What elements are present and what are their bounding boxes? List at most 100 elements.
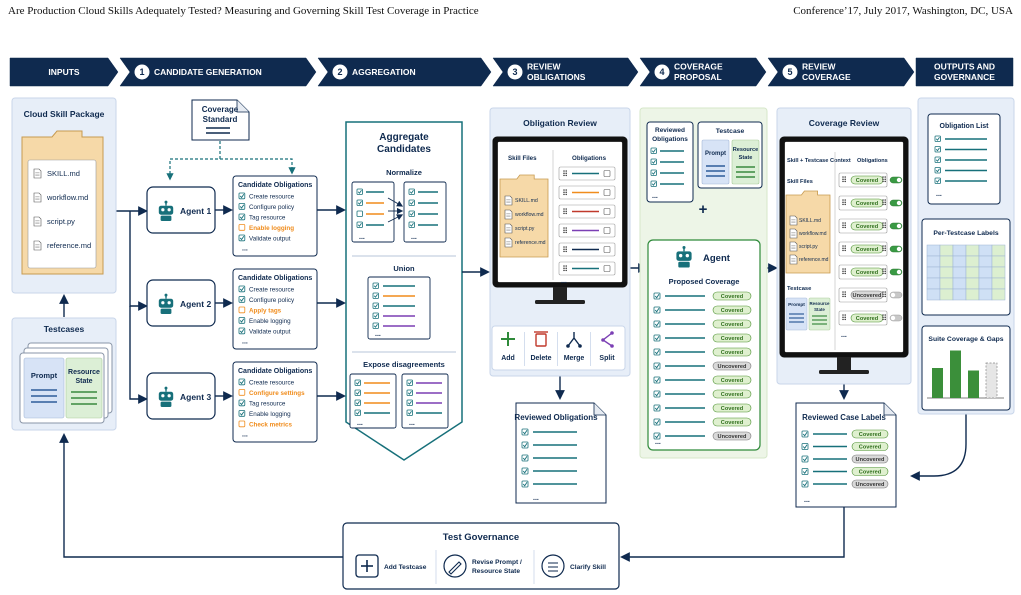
- drag-handle-icon: [565, 191, 567, 193]
- candidate-obligations-title: Candidate Obligations: [238, 368, 312, 375]
- drag-handle-icon: [563, 231, 565, 234]
- drag-handle-icon: [882, 245, 884, 247]
- checked-box-icon: [372, 312, 379, 319]
- drag-handle-icon: [884, 199, 886, 201]
- covered-badge: [850, 267, 884, 277]
- ellipsis: ...: [936, 191, 942, 198]
- candidate-obligation-item: Configure settings: [249, 390, 305, 397]
- candidate-obligations-card: [232, 175, 318, 257]
- normalize-arrow: [387, 197, 404, 207]
- drag-handle-icon: [884, 314, 886, 316]
- covered-badge: [851, 467, 889, 476]
- covered-badge: [712, 375, 752, 385]
- stage-number-circle: [134, 64, 150, 80]
- stage-number-circle: [507, 64, 523, 80]
- coverage-file-name: workflow.md: [799, 231, 827, 237]
- coverage-review-title: Coverage Review: [809, 118, 880, 128]
- drag-handle-icon: [565, 170, 567, 172]
- drag-handle-icon: [884, 272, 886, 275]
- drag-handle-icon: [844, 270, 846, 272]
- coverage-gap-bar: [985, 362, 998, 399]
- obligation-row-checkbox: [603, 246, 611, 253]
- drag-handle-icon: [842, 247, 844, 249]
- covered-badge-label: Covered: [721, 392, 744, 398]
- robot-eye: [167, 394, 171, 398]
- coverage-obligations-label: Obligations: [857, 158, 888, 164]
- checked-box-icon: [354, 399, 361, 406]
- checked-box-icon: [356, 221, 363, 228]
- obligation-row-checkbox: [603, 227, 611, 234]
- checked-box-icon: [238, 378, 246, 386]
- drag-handle-icon: [565, 212, 567, 215]
- drag-handle-icon: [882, 176, 884, 178]
- drag-handle-icon: [844, 318, 846, 321]
- obligation-row-checkbox: [603, 265, 611, 272]
- stage-header-outputs: [915, 57, 1014, 87]
- label-grid-cell: [991, 288, 1006, 301]
- checkbox-icon: [238, 389, 246, 396]
- coverage-testcase-label: Testcase: [787, 286, 812, 292]
- ellipsis: ...: [841, 332, 847, 339]
- drag-handle-icon: [842, 249, 844, 252]
- check-mark-icon: [407, 400, 412, 405]
- robot-head: [158, 205, 174, 215]
- disagreement-card-right: [401, 373, 449, 429]
- suite-coverage-title: Suite Coverage & Gaps: [928, 336, 1003, 343]
- stage-header-2: [317, 57, 492, 87]
- checked-box-icon: [238, 399, 246, 407]
- drag-handle-icon: [844, 222, 846, 224]
- normalize-label: Normalize: [386, 168, 422, 177]
- drag-handle-icon: [844, 268, 846, 270]
- covered-badge-label: Covered: [856, 224, 879, 230]
- drag-handle-icon: [882, 272, 884, 275]
- covered-badge: [850, 175, 884, 185]
- drag-handle-icon: [844, 180, 846, 183]
- check-mark-icon: [522, 455, 528, 461]
- file-icon: [789, 254, 798, 265]
- label-grid-cell: [978, 288, 993, 301]
- drag-handle-icon: [882, 224, 884, 226]
- check-mark-icon: [407, 390, 412, 395]
- check-mark-icon: [373, 313, 378, 318]
- drag-handle-icon: [563, 212, 565, 215]
- checked-box-icon: [238, 285, 246, 293]
- covered-badge: [712, 305, 752, 315]
- drag-handle-icon: [884, 222, 886, 224]
- covered-badge: [851, 442, 889, 451]
- check-mark-icon: [239, 328, 245, 334]
- outputs-to-labels-arrow: [910, 414, 967, 481]
- proposed-coverage-title: Proposed Coverage: [669, 277, 740, 286]
- drag-handle-icon: [842, 199, 844, 201]
- review-file-name: workflow.md: [515, 212, 544, 218]
- robot-body: [160, 308, 172, 314]
- candidate-obligation-item: Enable logging: [249, 318, 291, 325]
- proposal-state-label: State: [739, 155, 753, 161]
- coverage-standard-title: Standard: [203, 115, 238, 124]
- drag-handle-icon: [844, 199, 846, 201]
- checked-box-icon: [653, 292, 661, 300]
- resource-state-pane: [65, 357, 103, 419]
- drag-handle-icon: [842, 176, 844, 178]
- candidate-obligation-item: Tag resource: [249, 214, 286, 221]
- checked-box-icon: [238, 192, 246, 200]
- drag-handle-icon: [842, 314, 844, 316]
- governance-action-label: Clarify Skill: [570, 564, 606, 571]
- checked-box-icon: [238, 410, 246, 417]
- check-mark-icon: [651, 170, 656, 175]
- checked-box-icon: [372, 292, 379, 299]
- stage-label: GOVERNANCE: [934, 72, 995, 82]
- robot-head: [158, 298, 174, 308]
- obligation-row-checkbox: [603, 208, 611, 215]
- checked-box-icon: [521, 480, 529, 488]
- label-grid-cell: [952, 244, 967, 257]
- uncovered-badge: [850, 290, 884, 300]
- robot-body: [160, 215, 172, 221]
- drag-handle-icon: [563, 265, 565, 267]
- document-fold: [236, 100, 249, 113]
- covered-badge-label: Covered: [856, 201, 879, 207]
- drag-handle-icon: [884, 176, 886, 178]
- state-label: State: [75, 378, 92, 385]
- checked-box-icon: [238, 296, 246, 303]
- drag-handle-icon: [563, 174, 565, 177]
- test-governance-title: Test Governance: [443, 532, 519, 543]
